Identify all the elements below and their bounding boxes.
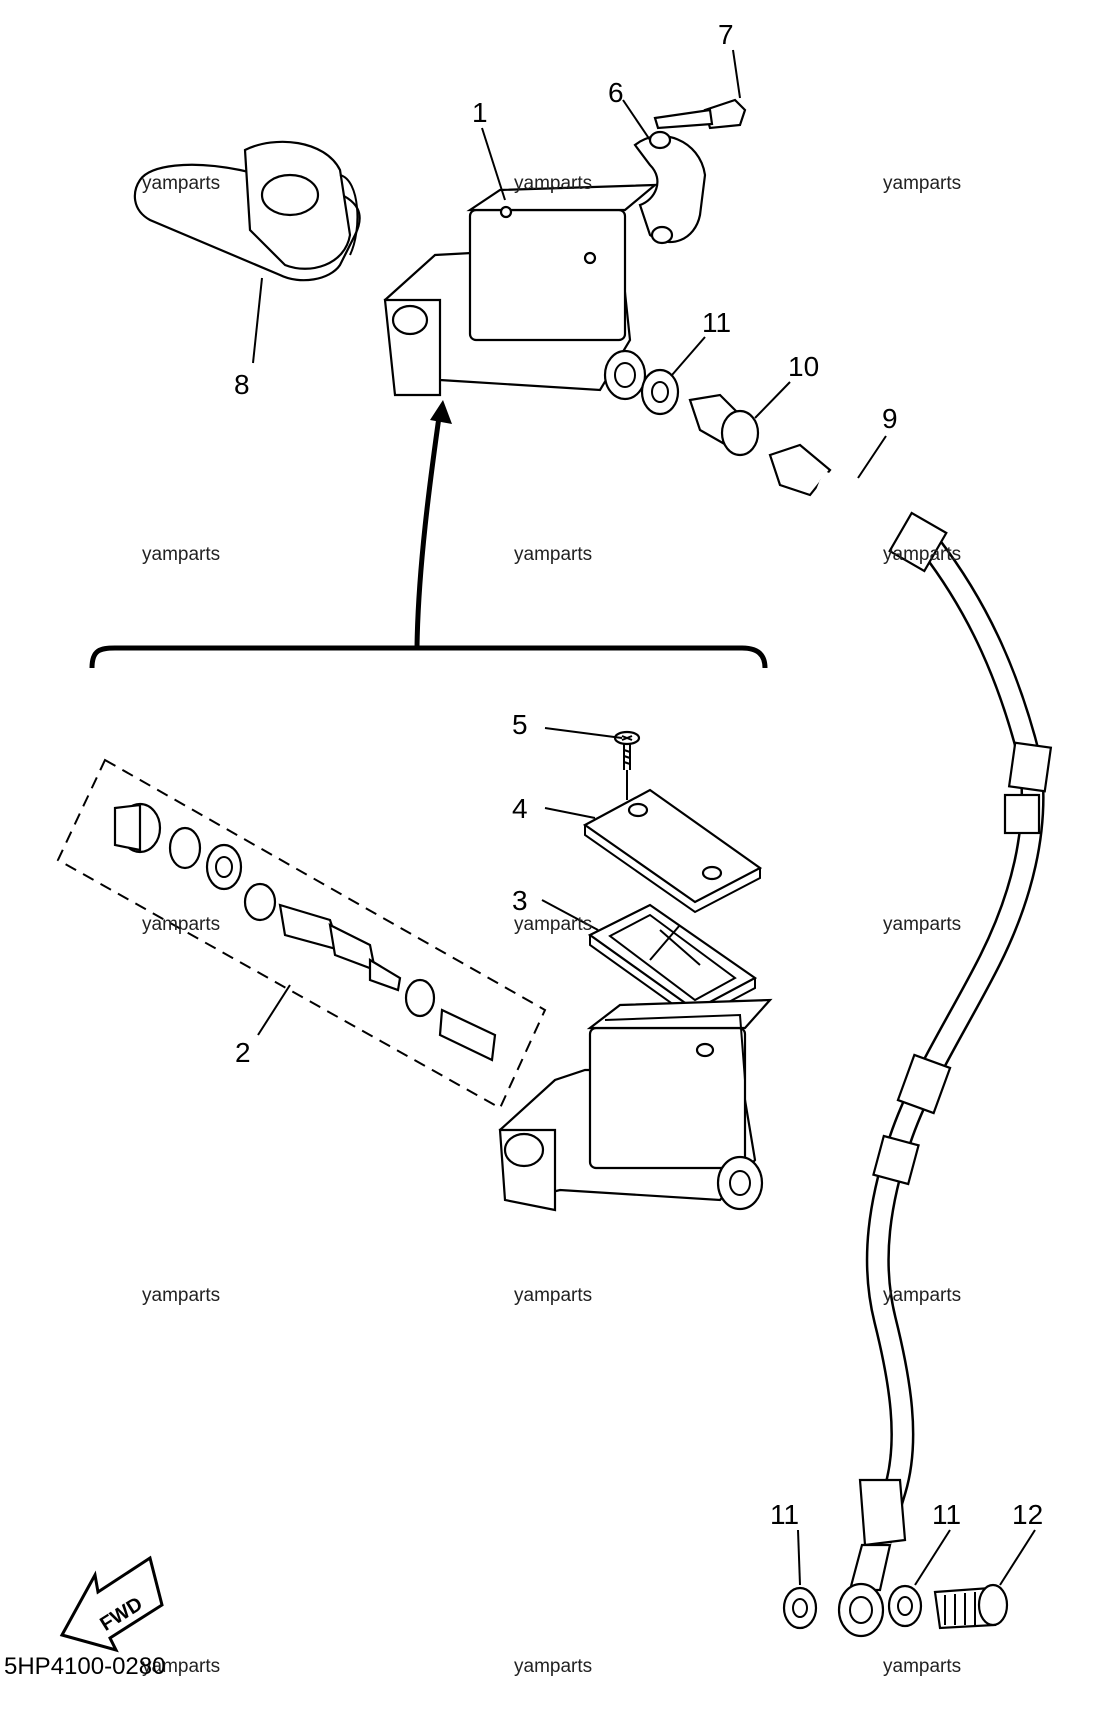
watermark: yamparts [883,914,961,935]
callout-6: 6 [608,77,624,108]
callout-8: 8 [234,369,250,400]
leader-lines [252,49,1036,1586]
master-cylinder-body-lower [498,998,773,1212]
watermark: yamparts [514,1656,592,1677]
watermark: yamparts [142,173,220,194]
subassembly-bracket [89,645,768,669]
diaphragm-part-3 [587,903,758,1022]
watermark: yamparts [142,544,220,565]
watermark: yamparts [514,173,592,194]
piston-kit-part-2 [56,758,547,1110]
fwd-arrow-icon: FWD [59,1555,164,1653]
callout-3: 3 [512,885,528,916]
assembly-arrow [414,409,443,649]
union-bolt-part-12 [933,1583,1009,1630]
watermark: yamparts [142,914,220,935]
callout-10: 10 [788,351,819,382]
watermark: yamparts [883,1656,961,1677]
watermark: yamparts [142,1285,220,1306]
gasket-part-11-lower-right [887,1584,923,1628]
callout-4: 4 [512,793,528,824]
watermark: yamparts [514,914,592,935]
callout-9: 9 [882,403,898,434]
callout-11-lower-right: 11 [932,1499,961,1530]
watermark: yamparts [883,173,961,194]
lever-cover-part-8 [133,140,361,282]
screw-part-5 [613,730,641,800]
gasket-part-11-upper [640,368,680,416]
bolt-part-7 [653,98,747,130]
watermark: yamparts [883,1285,961,1306]
callout-11-lower-left: 11 [770,1499,799,1530]
watermark: yamparts [142,1656,220,1677]
callout-11-upper: 11 [702,307,731,338]
part-code: 5HP4100-0280 [4,1653,165,1680]
union-bolt-part-10 [688,393,760,457]
watermark: yamparts [514,544,592,565]
watermark: yamparts [514,1285,592,1306]
arrow-head [430,400,452,424]
watermark: yamparts [883,544,961,565]
callout-2: 2 [235,1037,251,1068]
gasket-part-11-lower-left [782,1586,818,1630]
brake-hose-part-9 [768,443,1053,1638]
callout-12: 12 [1012,1499,1043,1530]
cap-part-4 [582,788,763,914]
holder-part-6 [633,130,707,245]
callout-1: 1 [472,97,488,128]
callout-7: 7 [718,19,734,50]
master-cylinder-part-1 [383,183,659,401]
callout-5: 5 [512,709,528,740]
